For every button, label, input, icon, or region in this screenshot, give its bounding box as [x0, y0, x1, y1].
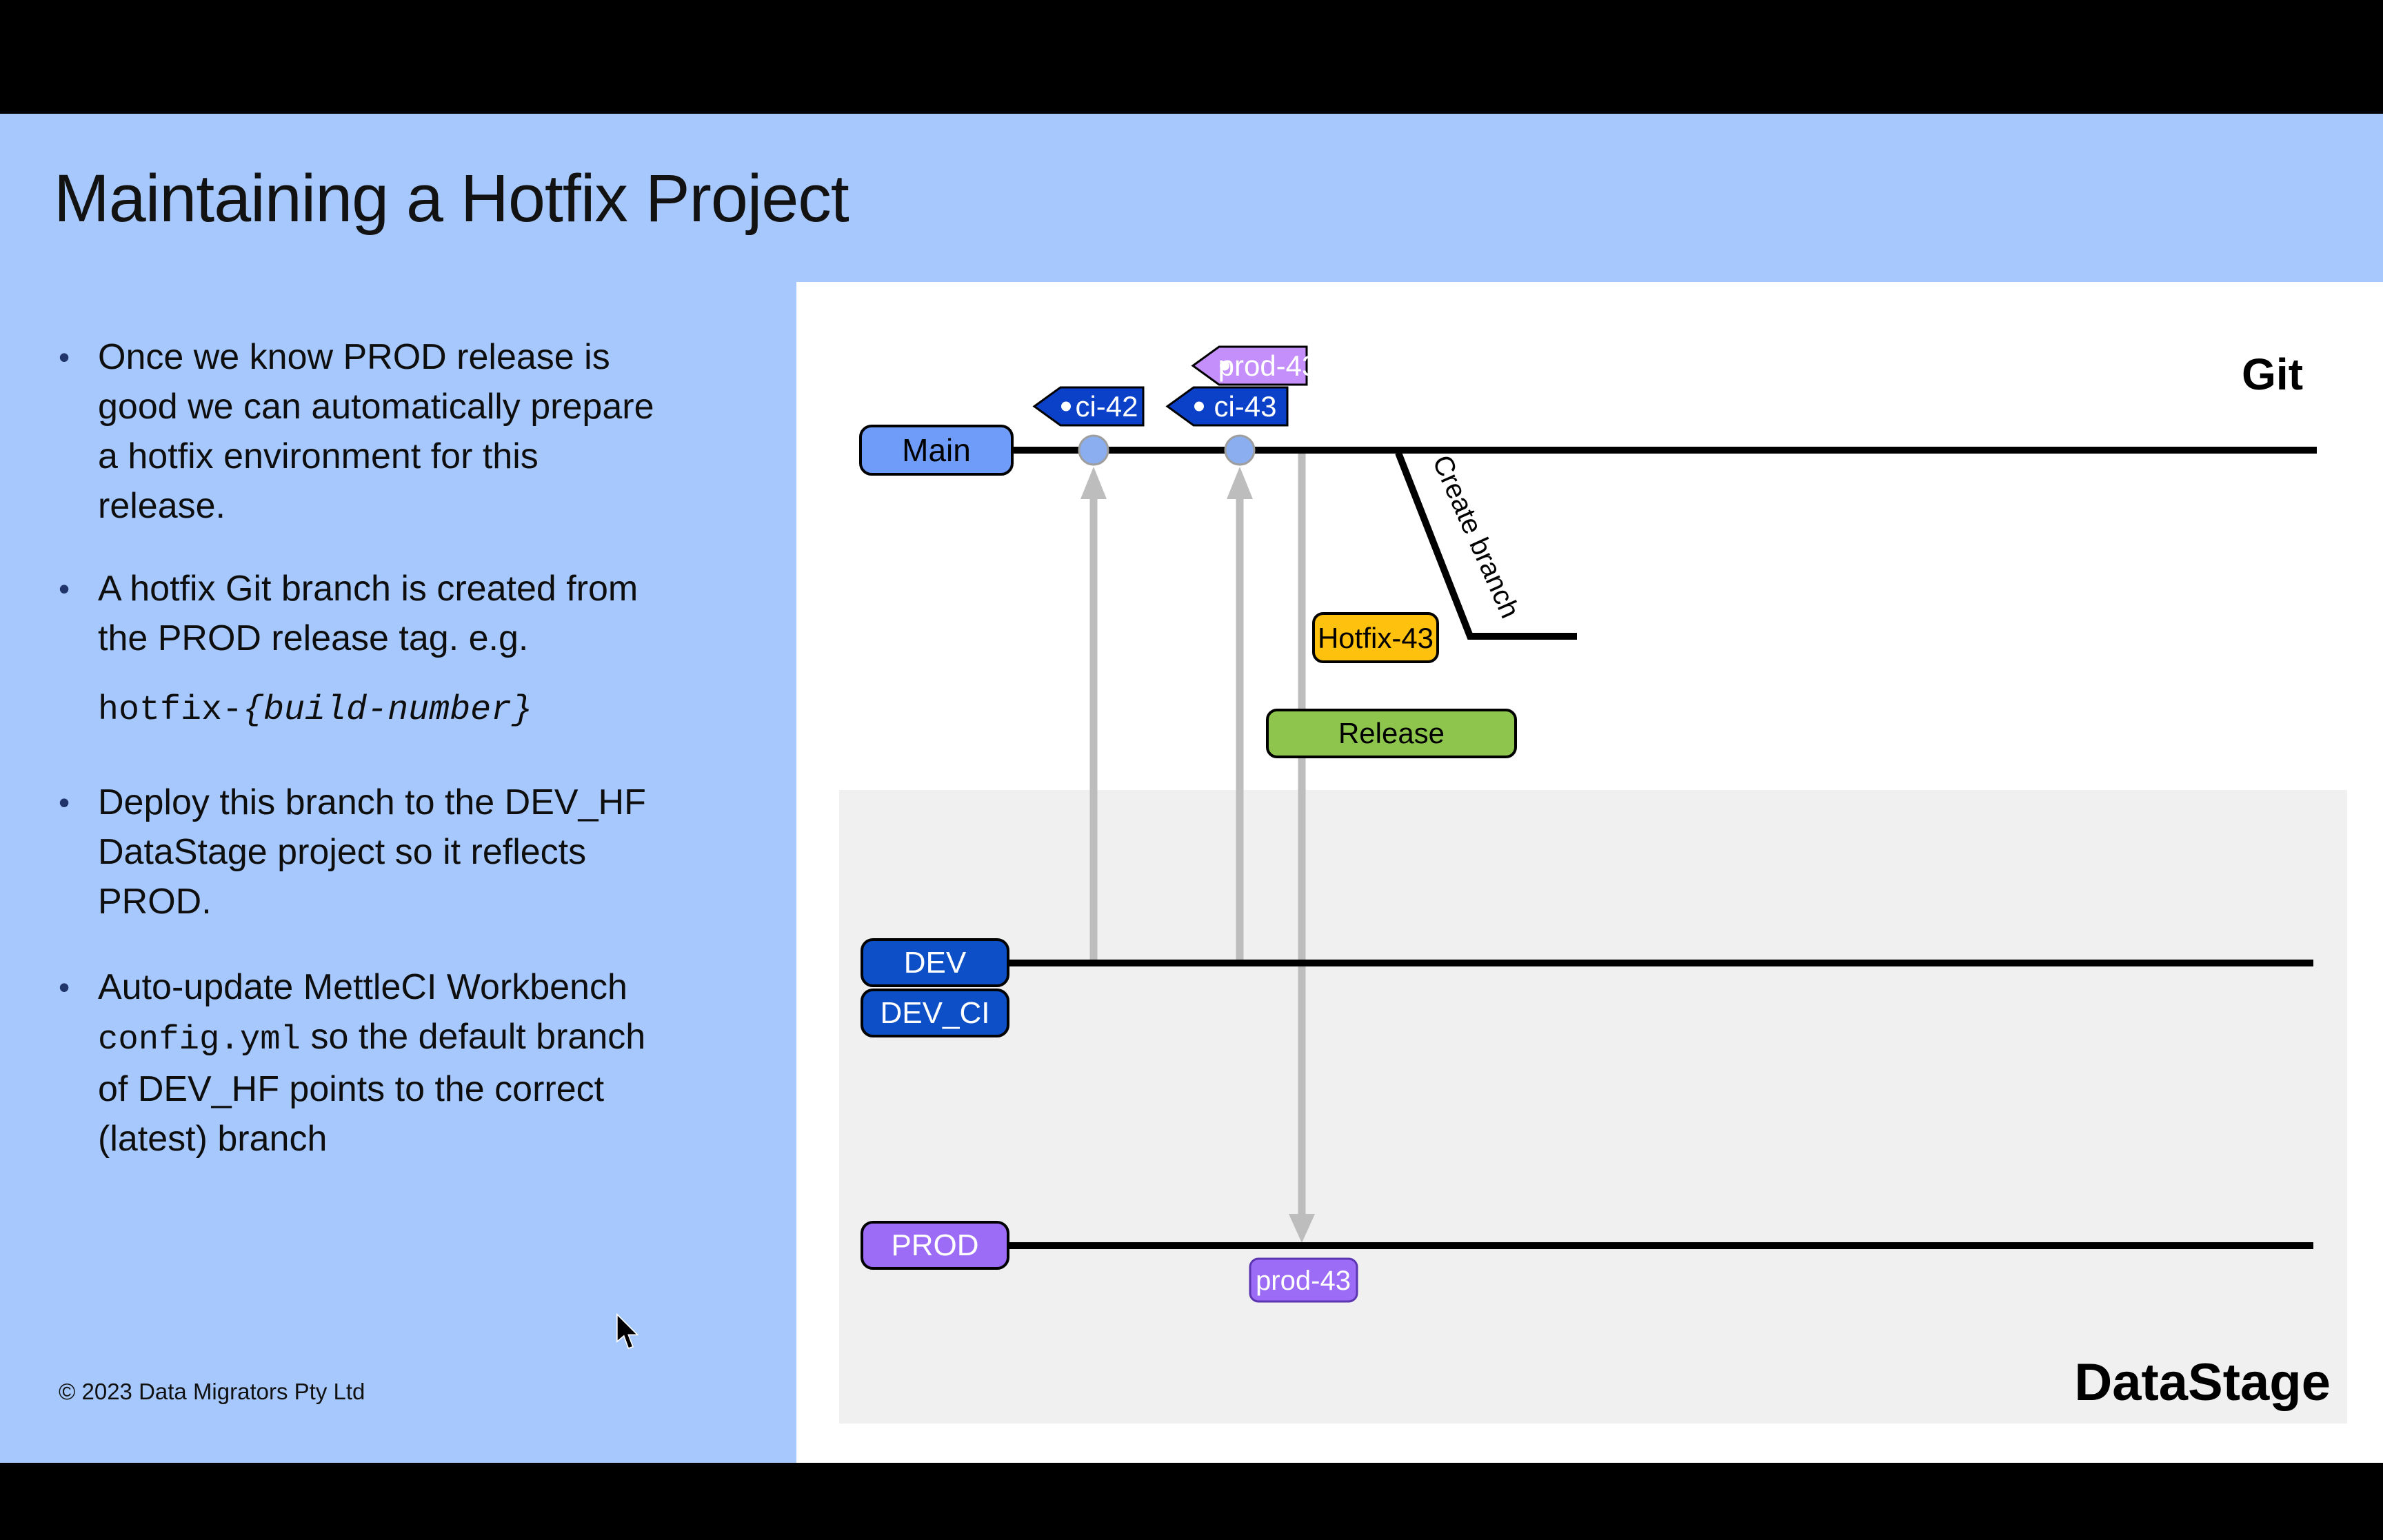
arrowhead-down-prod — [1289, 1214, 1315, 1243]
hotfix-43-text: Hotfix-43 — [1318, 622, 1434, 654]
mouse-cursor — [616, 1313, 643, 1352]
flow-arrows — [1080, 453, 1315, 1243]
datastage-section-title: DataStage — [2074, 1353, 2331, 1412]
tag-ci43-dot — [1194, 401, 1204, 412]
tag-ci43 — [1165, 386, 1289, 427]
bullet-3: • Deploy this branch to the DEV_HF DataS… — [59, 778, 790, 926]
bullet-marker: • — [59, 969, 70, 1005]
bullet-marker: • — [59, 339, 70, 375]
code-hotfix-branch: hotfix-{build-number} — [98, 691, 533, 730]
branch-label-dev-ci-text: DEV_CI — [881, 996, 990, 1030]
release-box — [1266, 709, 1517, 758]
datastage-panel — [839, 790, 2347, 1424]
code-config-yml: config.yml — [98, 1020, 301, 1059]
bullet-1: • Once we know PROD release is good we c… — [59, 332, 790, 531]
tag-prod43-bottom — [1249, 1257, 1358, 1303]
arrowhead-up-ci43 — [1227, 467, 1253, 499]
hotfix-43-box — [1312, 612, 1439, 663]
branch-label-dev-text: DEV — [904, 946, 967, 980]
bullet-1-text: Once we know PROD release is good we can… — [98, 337, 654, 526]
git-datastage-diagram: Git Create branch Main prod-43 ci-42 ci-… — [796, 282, 2383, 1463]
arrowhead-up-ci42 — [1080, 467, 1107, 499]
page-title: Maintaining a Hotfix Project — [54, 161, 849, 236]
bullet-3-text: Deploy this branch to the DEV_HF DataSta… — [98, 782, 646, 922]
copyright-note: © 2023 Data Migrators Pty Ltd — [59, 1379, 365, 1404]
bullet-2: • A hotfix Git branch is created from th… — [59, 564, 790, 663]
branch-label-prod — [861, 1221, 1009, 1270]
create-branch-line — [1395, 452, 1577, 640]
tag-prod43-bottom-text: prod-43 — [1256, 1266, 1351, 1296]
tag-ci42 — [1032, 386, 1145, 427]
tag-prod43-top — [1191, 345, 1308, 386]
bullet-4-text: Auto-update MettleCI Workbench config.ym… — [98, 967, 646, 1159]
slide-left-panel — [0, 114, 799, 1463]
tag-prod43-top-text: prod-43 — [1218, 349, 1318, 382]
branch-label-main-text: Main — [902, 432, 971, 468]
release-text: Release — [1338, 717, 1445, 749]
tag-ci42-text: ci-42 — [1075, 390, 1138, 423]
branch-label-main — [859, 425, 1014, 476]
bullet-4: • Auto-update MettleCI Workbench config.… — [59, 962, 790, 1164]
bullet-marker: • — [59, 571, 70, 607]
tag-prod43-dot — [1220, 361, 1229, 371]
bullet-marker: • — [59, 784, 70, 820]
branch-label-prod-text: PROD — [891, 1228, 978, 1262]
branch-label-dev — [861, 938, 1009, 987]
commit-dot-ci43 — [1224, 434, 1256, 466]
branch-label-dev-ci — [861, 989, 1009, 1037]
commit-dot-ci42 — [1078, 434, 1109, 466]
tag-ci42-dot — [1061, 401, 1071, 412]
git-section-title: Git — [2242, 349, 2303, 399]
bullet-2-text: A hotfix Git branch is created from the … — [98, 569, 639, 658]
tag-ci43-text: ci-43 — [1214, 390, 1276, 423]
